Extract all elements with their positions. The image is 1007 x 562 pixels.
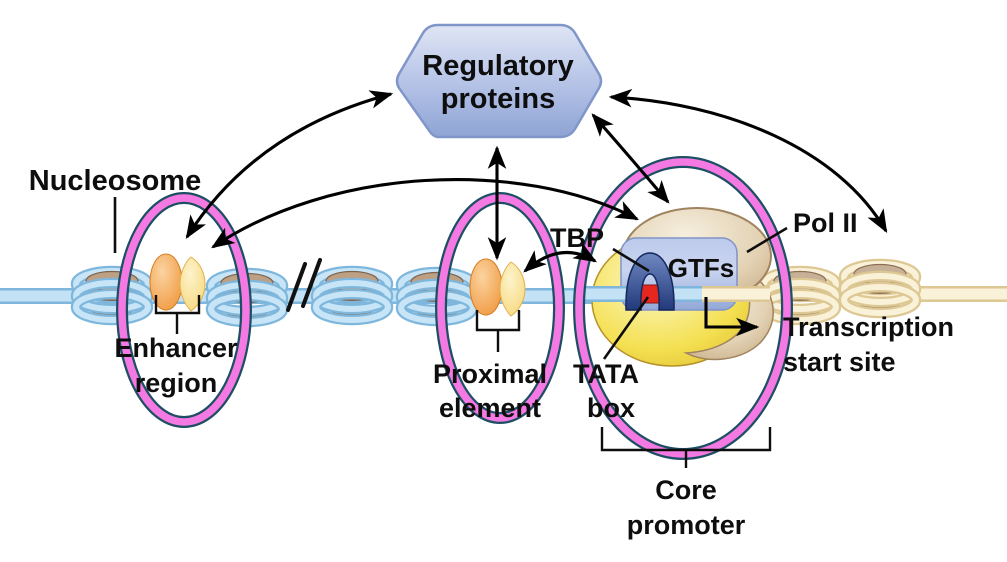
transcription-start-site-label-line2: start site [783,347,896,377]
nucleosome [76,271,148,321]
pol-ii-label: Pol II [793,208,858,238]
gtfs-label: GTFs [668,253,734,283]
arrow-enhancer-regulatory [185,90,394,239]
regulatory-proteins-label-line1: Regulatory [422,50,573,82]
arrow-regulatory-downstream [608,88,888,234]
enhancer-region-label-line2: region [135,368,218,398]
proximal-element-label-line2: element [439,393,541,423]
tbp-label: TBP [550,223,604,253]
nucleosome-label: Nucleosome [29,165,201,197]
tata-pointer-line [602,296,650,360]
arrow-transcription-start [704,297,760,337]
arrow-enhancer-core [211,178,640,249]
enhancer-region-label-line1: Enhancer [114,333,238,363]
core-promoter-label-line2: promoter [627,510,746,540]
core-promoter-complex [585,207,775,367]
pol-ii-pointer-line [746,226,788,254]
nucleosome [844,264,916,314]
tbp-pointer-line [612,247,650,273]
transcription-start-site-label-line1: Transcription [783,312,954,342]
nucleosome [316,271,388,321]
arrow-proximal-tbp [523,242,597,273]
regulatory-proteins-label-line2: proteins [441,83,555,115]
core-promoter-bracket [600,427,772,468]
enhancer-bracket [154,295,201,334]
proximal-activator-proteins [469,258,526,317]
regulatory-proteins-hexagon [395,23,603,139]
proximal-bracket [475,310,521,352]
core-promoter-label-line1: Core [655,475,717,505]
proximal-element-label-line1: Proximal [433,359,547,389]
dna-break-icon [286,258,322,312]
enhancer-activator-proteins [149,253,206,312]
tbp-protein [625,252,675,311]
enhancer-highlight-ring [116,192,252,428]
tata-box-label-line2: box [587,393,635,423]
tata-box-label-line1: TATA [573,359,639,389]
